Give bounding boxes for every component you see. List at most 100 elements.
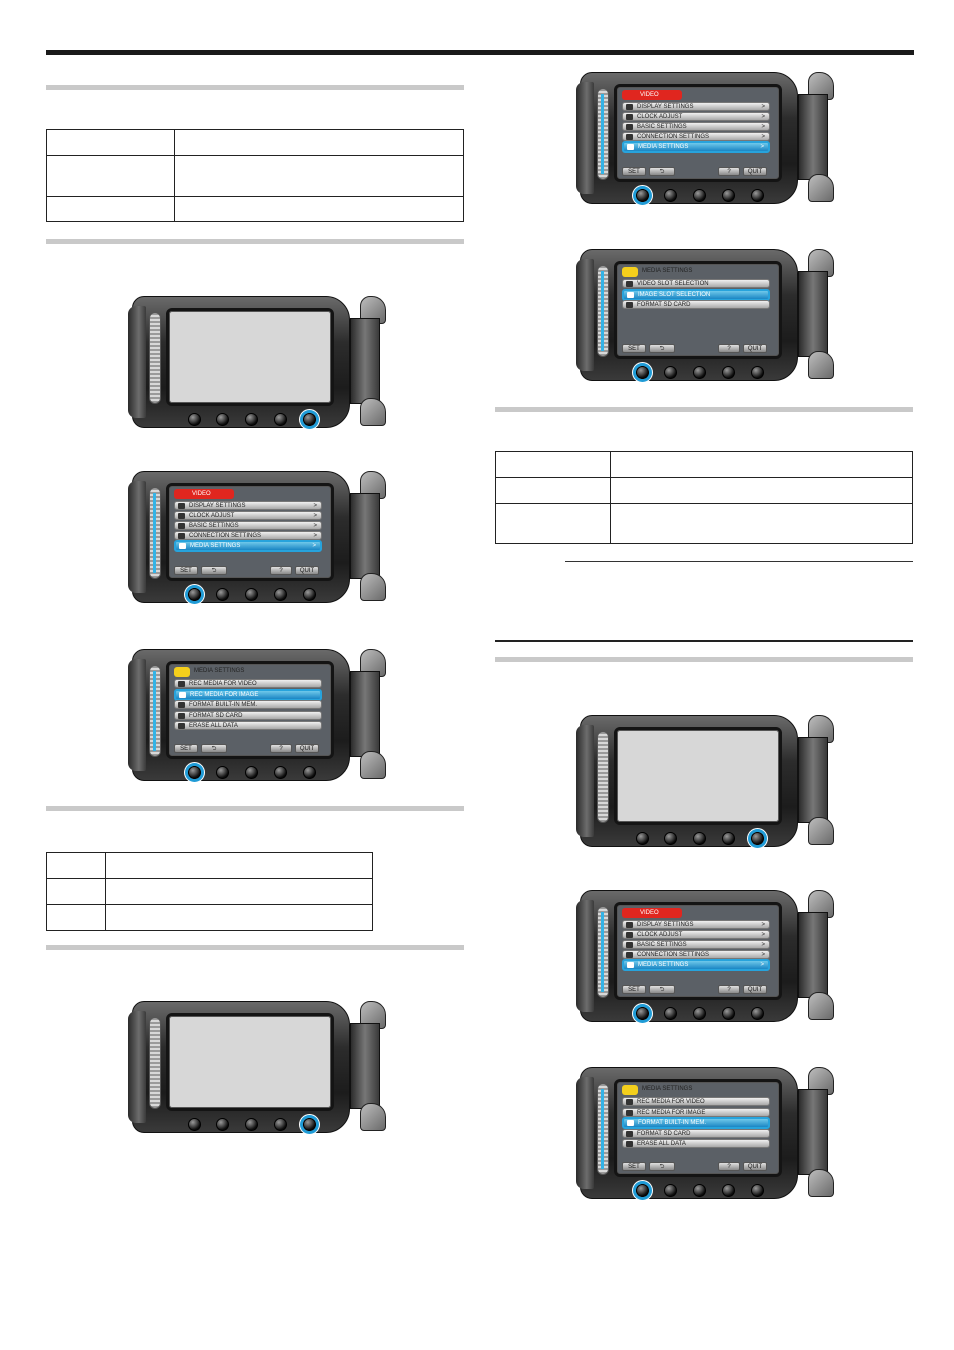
- menu-button[interactable]: [751, 189, 764, 202]
- menu-bar-back-button[interactable]: ⮌: [649, 167, 675, 176]
- operation-button-1[interactable]: [216, 1118, 229, 1131]
- menu-item[interactable]: FORMAT SD CARD: [174, 710, 322, 720]
- menu-item[interactable]: MEDIA SETTINGS>: [622, 959, 770, 971]
- menu-item[interactable]: ERASE ALL DATA: [174, 721, 322, 730]
- menu-item[interactable]: CLOCK ADJUST>: [622, 930, 770, 939]
- menu-button[interactable]: [303, 766, 316, 779]
- ok-button[interactable]: [188, 413, 201, 426]
- operation-button-1[interactable]: [664, 189, 677, 202]
- operation-button-2[interactable]: [245, 413, 258, 426]
- operation-button-1[interactable]: [664, 366, 677, 379]
- operation-button-3[interactable]: [722, 1007, 735, 1020]
- menu-item[interactable]: CLOCK ADJUST>: [174, 511, 322, 520]
- menu-item[interactable]: DISPLAY SETTINGS>: [174, 501, 322, 510]
- operation-button-2[interactable]: [693, 1007, 706, 1020]
- menu-bar-quit-button[interactable]: QUIT: [743, 1162, 767, 1171]
- menu-item[interactable]: MEDIA SETTINGS>: [174, 540, 322, 552]
- menu-bar-help-button[interactable]: ?: [718, 167, 740, 176]
- menu-bar-help-button[interactable]: ?: [718, 344, 740, 353]
- menu-item[interactable]: BASIC SETTINGS>: [622, 940, 770, 949]
- menu-button[interactable]: [751, 1007, 764, 1020]
- menu-bar-quit-button[interactable]: QUIT: [295, 744, 319, 753]
- menu-item[interactable]: CONNECTION SETTINGS>: [622, 132, 770, 141]
- menu-bar-back-button[interactable]: ⮌: [649, 985, 675, 994]
- menu-item[interactable]: REC MEDIA FOR IMAGE: [622, 1107, 770, 1117]
- menu-item[interactable]: ERASE ALL DATA: [622, 1139, 770, 1148]
- menu-bar-quit-button[interactable]: QUIT: [743, 985, 767, 994]
- operation-button-2[interactable]: [245, 1118, 258, 1131]
- menu-item[interactable]: CONNECTION SETTINGS>: [622, 950, 770, 959]
- ok-button[interactable]: [188, 766, 201, 779]
- ok-button[interactable]: [636, 1007, 649, 1020]
- menu-item[interactable]: FORMAT BUILT-IN MEM.: [174, 700, 322, 709]
- operation-button-3[interactable]: [722, 832, 735, 845]
- operation-button-1[interactable]: [664, 1184, 677, 1197]
- menu-item[interactable]: CLOCK ADJUST>: [622, 112, 770, 121]
- menu-item[interactable]: FORMAT BUILT-IN MEM.: [622, 1117, 770, 1129]
- menu-bar-help-button[interactable]: ?: [718, 1162, 740, 1171]
- menu-bar-set-button[interactable]: SET: [622, 1162, 646, 1171]
- menu-item[interactable]: CONNECTION SETTINGS>: [174, 531, 322, 540]
- operation-button-1[interactable]: [664, 1007, 677, 1020]
- operation-button-2[interactable]: [693, 1184, 706, 1197]
- menu-item[interactable]: DISPLAY SETTINGS>: [622, 102, 770, 111]
- menu-item[interactable]: IMAGE SLOT SELECTION: [622, 288, 770, 301]
- operation-button-2[interactable]: [245, 588, 258, 601]
- menu-button[interactable]: [303, 1118, 316, 1131]
- operation-button-2[interactable]: [693, 832, 706, 845]
- menu-bar-back-button[interactable]: ⮌: [201, 744, 227, 753]
- menu-item[interactable]: DISPLAY SETTINGS>: [622, 920, 770, 929]
- menu-item[interactable]: MEDIA SETTINGS>: [622, 141, 770, 153]
- menu-bar-set-button[interactable]: SET: [622, 344, 646, 353]
- menu-item[interactable]: BASIC SETTINGS>: [622, 122, 770, 131]
- ok-button[interactable]: [636, 366, 649, 379]
- operation-button-2[interactable]: [693, 366, 706, 379]
- menu-button[interactable]: [751, 366, 764, 379]
- menu-bar-quit-button[interactable]: QUIT: [295, 566, 319, 575]
- menu-bar-help-button[interactable]: ?: [270, 566, 292, 575]
- menu-button[interactable]: [303, 588, 316, 601]
- menu-bar-help-button[interactable]: ?: [718, 985, 740, 994]
- menu-bar-back-button[interactable]: ⮌: [201, 566, 227, 575]
- operation-button-3[interactable]: [274, 588, 287, 601]
- menu-bar-set-button[interactable]: SET: [174, 744, 198, 753]
- operation-button-3[interactable]: [274, 766, 287, 779]
- touch-sensor-strip[interactable]: [149, 312, 161, 404]
- operation-button-3[interactable]: [274, 413, 287, 426]
- menu-item[interactable]: VIDEO SLOT SELECTION: [622, 279, 770, 288]
- operation-button-1[interactable]: [216, 413, 229, 426]
- touch-sensor-strip[interactable]: [149, 1017, 161, 1109]
- ok-button[interactable]: [636, 832, 649, 845]
- menu-bar-back-button[interactable]: ⮌: [649, 344, 675, 353]
- operation-button-1[interactable]: [664, 832, 677, 845]
- menu-button[interactable]: [303, 413, 316, 426]
- menu-item[interactable]: BASIC SETTINGS>: [174, 521, 322, 530]
- menu-item[interactable]: FORMAT SD CARD: [622, 300, 770, 309]
- ok-button[interactable]: [636, 1184, 649, 1197]
- operation-button-1[interactable]: [216, 588, 229, 601]
- operation-button-2[interactable]: [693, 189, 706, 202]
- operation-button-1[interactable]: [216, 766, 229, 779]
- menu-button[interactable]: [751, 1184, 764, 1197]
- menu-bar-quit-button[interactable]: QUIT: [743, 167, 767, 176]
- menu-bar-set-button[interactable]: SET: [622, 167, 646, 176]
- operation-button-3[interactable]: [722, 189, 735, 202]
- menu-bar-set-button[interactable]: SET: [174, 566, 198, 575]
- menu-bar-back-button[interactable]: ⮌: [649, 1162, 675, 1171]
- menu-item[interactable]: REC MEDIA FOR VIDEO: [174, 679, 322, 688]
- operation-button-2[interactable]: [245, 766, 258, 779]
- operation-button-3[interactable]: [274, 1118, 287, 1131]
- menu-bar-help-button[interactable]: ?: [270, 744, 292, 753]
- operation-button-3[interactable]: [722, 366, 735, 379]
- ok-button[interactable]: [188, 588, 201, 601]
- ok-button[interactable]: [636, 189, 649, 202]
- touch-sensor-strip[interactable]: [597, 731, 609, 823]
- menu-bar-quit-button[interactable]: QUIT: [743, 344, 767, 353]
- menu-item[interactable]: FORMAT SD CARD: [622, 1128, 770, 1138]
- ok-button[interactable]: [188, 1118, 201, 1131]
- menu-item[interactable]: REC MEDIA FOR IMAGE: [174, 688, 322, 701]
- menu-button[interactable]: [751, 832, 764, 845]
- menu-item[interactable]: REC MEDIA FOR VIDEO: [622, 1097, 770, 1106]
- menu-bar-set-button[interactable]: SET: [622, 985, 646, 994]
- operation-button-3[interactable]: [722, 1184, 735, 1197]
